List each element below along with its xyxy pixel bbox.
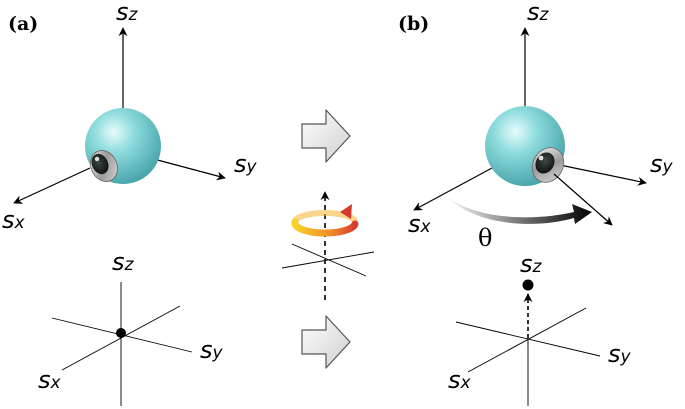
panel-a-spin-eye bbox=[13, 27, 226, 204]
rotation-axis-line-2 bbox=[291, 243, 367, 277]
rotation-ring-arrowhead bbox=[340, 204, 352, 219]
sx-label-b-bottom: sx bbox=[448, 366, 472, 394]
rotation-operator bbox=[281, 191, 375, 300]
theta-rotation-arrow bbox=[446, 196, 592, 224]
eyeball-b bbox=[485, 106, 565, 186]
eyeball-a bbox=[85, 108, 161, 184]
sx-label-b-top: sx bbox=[408, 210, 432, 238]
panel-label-a: (a) bbox=[8, 13, 38, 35]
sx-axis-arrow-b bbox=[413, 167, 493, 211]
transition-arrow-bottom bbox=[301, 315, 351, 369]
sz-label-b-bottom: sz bbox=[520, 250, 543, 278]
eye-highlight-a bbox=[94, 156, 100, 162]
panel-label-b: (b) bbox=[398, 13, 429, 35]
sy-axis-arrow-a bbox=[149, 157, 226, 181]
panel-b-spin-eye bbox=[413, 27, 647, 226]
sx-label-a-top: sx bbox=[2, 206, 26, 234]
theta-label: θ bbox=[478, 224, 492, 252]
sy-label-a-top: sy bbox=[234, 150, 258, 178]
sx-axis-line-b bbox=[467, 307, 587, 373]
sy-label-b-top: sy bbox=[650, 150, 674, 178]
sz-label-b-top: sz bbox=[527, 0, 550, 26]
spin-point-a bbox=[116, 328, 126, 338]
sy-label-b-bottom: sy bbox=[608, 340, 632, 368]
sy-label-a-bottom: sy bbox=[200, 336, 224, 364]
sz-label-a-bottom: sz bbox=[112, 248, 135, 276]
gaze-direction-arrow bbox=[553, 173, 613, 226]
sx-label-a-bottom: sx bbox=[38, 366, 62, 394]
transition-arrow-top bbox=[301, 109, 351, 163]
sz-label-a-top: sz bbox=[116, 0, 139, 26]
sx-axis-arrow-a bbox=[13, 167, 91, 204]
panel-a-classical-axes bbox=[51, 282, 193, 406]
eye-highlight-b bbox=[538, 155, 544, 161]
rotation-ring-back bbox=[292, 210, 358, 223]
rotation-ring-front bbox=[291, 218, 359, 237]
spin-point-b bbox=[522, 279, 534, 291]
sy-axis-arrow-b bbox=[559, 164, 647, 186]
panel-b-classical-axes bbox=[455, 279, 601, 406]
